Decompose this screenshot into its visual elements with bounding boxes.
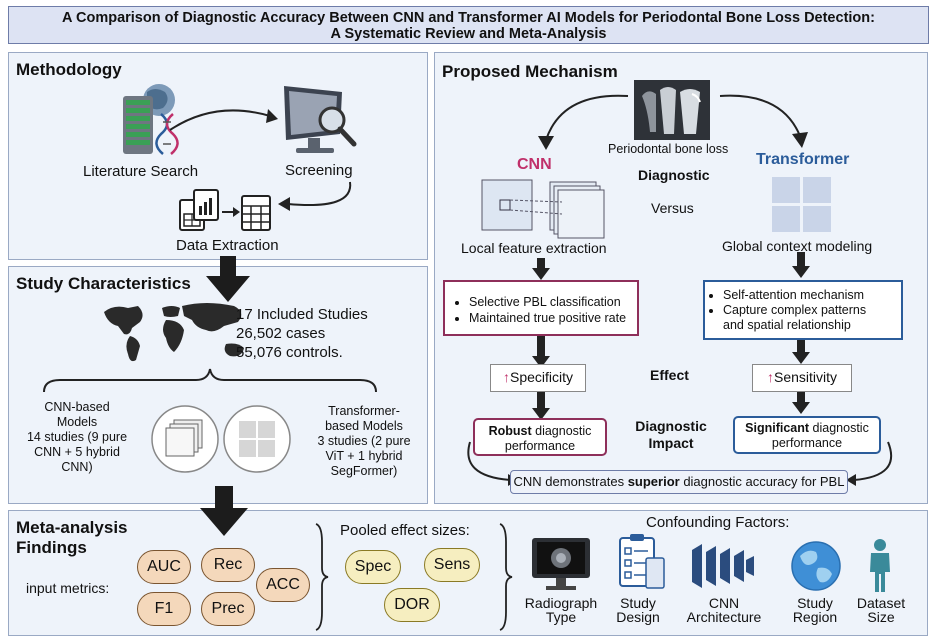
factor-study-design: Study Design (616, 595, 660, 625)
pooled-sens: Sens (424, 548, 480, 582)
sensitivity-box: ↑Sensitivity (752, 364, 852, 392)
transformer-title: Transformer (756, 151, 850, 168)
versus-label: Versus (651, 200, 694, 216)
pooled-label: Pooled effect sizes: (340, 522, 470, 539)
radiograph-monitor-icon (532, 538, 590, 590)
stat-included-studies: 17 Included Studies (236, 306, 368, 323)
transformer-bullets-box: Self-attention mechanism Capture complex… (703, 280, 903, 340)
up-arrow-icon: ↑ (766, 369, 774, 385)
effect-label: Effect (650, 367, 689, 383)
server-dna-icon (123, 84, 179, 155)
globe-icon (791, 541, 841, 591)
cnn-bullet: Selective PBL classification (469, 294, 633, 310)
transformer-models-text: Transformer- based Models 3 studies (2 p… (317, 404, 411, 478)
factor-radiograph: Radiograph Type (524, 595, 598, 625)
pooled-dor: DOR (384, 588, 440, 622)
metric-auc: AUC (137, 550, 191, 584)
transformer-down-arrows (792, 252, 810, 414)
input-metrics-label: input metrics: (26, 580, 110, 596)
pbl-label: Periodontal bone loss (608, 142, 729, 156)
cnn-down-arrows (532, 258, 550, 420)
screening-monitor-icon (284, 86, 357, 153)
literature-search-label: Literature Search (83, 163, 199, 180)
data-extraction-icon (179, 189, 271, 231)
stat-controls: 55,076 controls. (236, 344, 343, 361)
transformer-grid-circle-icon (223, 405, 291, 473)
pooled-spec: Spec (345, 550, 401, 584)
meta-heading: Meta-analysis Findings (16, 518, 128, 557)
up-arrow-icon: ↑ (502, 369, 510, 385)
mechanism-heading: Proposed Mechanism (442, 62, 618, 81)
curved-arrows-split (538, 94, 808, 150)
down-arrow-method-study (206, 256, 250, 302)
metric-f1: F1 (137, 592, 191, 626)
data-extraction-label: Data Extraction (176, 237, 279, 254)
metric-prec: Prec (201, 592, 255, 626)
arrow-search-to-screening (169, 109, 278, 131)
curly-brace (43, 368, 377, 393)
down-arrow-study-meta (200, 486, 248, 536)
factor-study-region: Study Region (792, 595, 838, 625)
global-context-label: Global context modeling (722, 238, 873, 254)
transformer-bullet: Self-attention mechanism (723, 288, 897, 303)
methodology-panel (8, 52, 428, 260)
transformer-bullet-continuation: and spatial relationship (723, 318, 851, 332)
confounding-label: Confounding Factors: (646, 514, 790, 531)
transformer-patches-icon (772, 177, 831, 232)
diagnostic-label: Diagnostic (638, 167, 710, 183)
study-heading: Study Characteristics (16, 274, 191, 293)
conclusion-box: CNN demonstrates superior diagnostic acc… (510, 470, 848, 494)
sensitivity-label: Sensitivity (773, 369, 838, 385)
title-banner: A Comparison of Diagnostic Accuracy Betw… (8, 6, 929, 44)
methodology-heading: Methodology (16, 60, 122, 79)
metric-acc: ACC (256, 568, 310, 602)
cnn-bullets-box: Selective PBL classification Maintained … (443, 280, 639, 336)
cnn-bullet: Maintained true positive rate (469, 310, 633, 326)
metric-rec: Rec (201, 548, 255, 582)
specificity-box: ↑Specificity (490, 364, 586, 392)
title-line-2: A Systematic Review and Meta-Analysis (330, 26, 607, 42)
factor-cnn-architecture: CNN Architecture (686, 595, 762, 625)
specificity-label: Specificity (509, 369, 574, 385)
person-icon (870, 539, 890, 592)
cnn-architecture-icon (692, 544, 754, 588)
factor-dataset-size: Dataset Size (856, 595, 906, 625)
title-line-1: A Comparison of Diagnostic Accuracy Betw… (62, 10, 875, 26)
bracket-metrics (315, 523, 329, 631)
cnn-title: CNN (517, 156, 552, 173)
cnn-layers-circle-icon (151, 405, 219, 473)
cnn-feature-maps-icon (481, 179, 605, 239)
cnn-models-text: CNN-based Models 14 studies (9 pure CNN … (26, 400, 128, 474)
local-feature-label: Local feature extraction (461, 240, 607, 256)
study-design-clipboard-icon (619, 534, 665, 589)
robust-performance-box: Robust diagnostic performance (473, 418, 607, 456)
world-map-icon (104, 303, 244, 362)
significant-performance-box: Significant diagnostic performance (733, 416, 881, 454)
stat-cases: 26,502 cases (236, 325, 326, 342)
transformer-bullet: Capture complex patterns (723, 303, 897, 318)
screening-label: Screening (285, 162, 353, 179)
arrow-screening-to-extraction (278, 181, 352, 211)
diagnostic-impact-label: Diagnostic Impact (635, 418, 707, 451)
xray-teeth-icon (634, 80, 710, 140)
bracket-pooled (499, 523, 513, 631)
